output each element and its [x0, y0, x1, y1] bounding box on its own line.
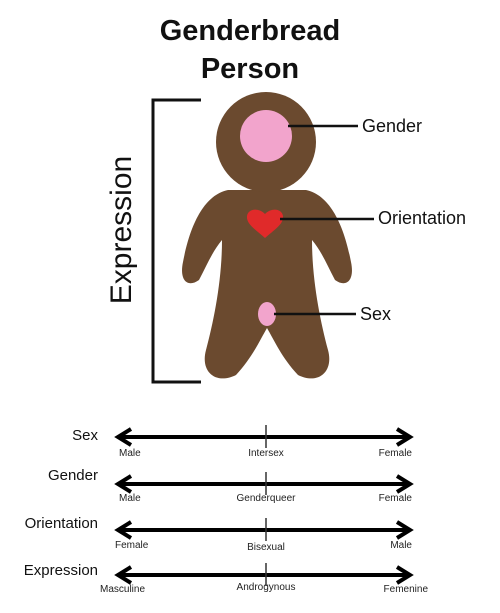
- scale-right-label: Female: [378, 448, 412, 459]
- scale-arrowhead-left: [114, 474, 133, 494]
- scale-right-label: Femenine: [383, 584, 428, 595]
- scale-arrowhead-left: [114, 565, 133, 585]
- orientation-heart: [246, 209, 284, 238]
- scale-left-label: Masculine: [100, 584, 146, 595]
- scale-right-label: Female: [378, 493, 412, 504]
- scale-name-gender: Gender: [47, 467, 98, 484]
- scale-right-label: Male: [390, 540, 412, 551]
- scale-expression: [114, 563, 414, 586]
- scale-arrowhead-left: [114, 427, 133, 447]
- sex-callout-label: Sex: [360, 304, 392, 324]
- scale-arrowhead-right: [395, 565, 414, 585]
- gender-callout-label: Gender: [362, 116, 423, 136]
- expression-side-label: Expression: [105, 155, 138, 305]
- orientation-callout-label: Orientation: [378, 208, 467, 228]
- expression-bracket: [151, 98, 201, 384]
- scale-middle-label: Intersex: [248, 448, 284, 459]
- scale-name-expression: Expression: [23, 562, 98, 579]
- scale-name-orientation: Orientation: [24, 515, 98, 532]
- scale-arrowhead-left: [114, 520, 133, 540]
- scale-middle-label: Androgynous: [236, 582, 296, 593]
- scale-middle-label: Genderqueer: [236, 493, 296, 504]
- body-shape: [182, 190, 352, 379]
- title-line-1: Genderbread: [159, 15, 341, 47]
- scale-gender: [114, 472, 414, 495]
- gender-brain: [240, 110, 292, 162]
- scale-name-sex: Sex: [72, 427, 98, 444]
- scale-left-label: Female: [115, 540, 149, 551]
- scale-arrowhead-right: [395, 520, 414, 540]
- scale-arrowhead-right: [395, 474, 414, 494]
- title-line-2: Person: [200, 53, 300, 85]
- scale-sex: [114, 425, 414, 448]
- scale-left-label: Male: [119, 493, 141, 504]
- scale-middle-label: Bisexual: [247, 542, 285, 553]
- scale-arrowhead-right: [395, 427, 414, 447]
- scale-orientation: [114, 518, 414, 541]
- sex-spot: [258, 302, 276, 326]
- scale-left-label: Male: [119, 448, 141, 459]
